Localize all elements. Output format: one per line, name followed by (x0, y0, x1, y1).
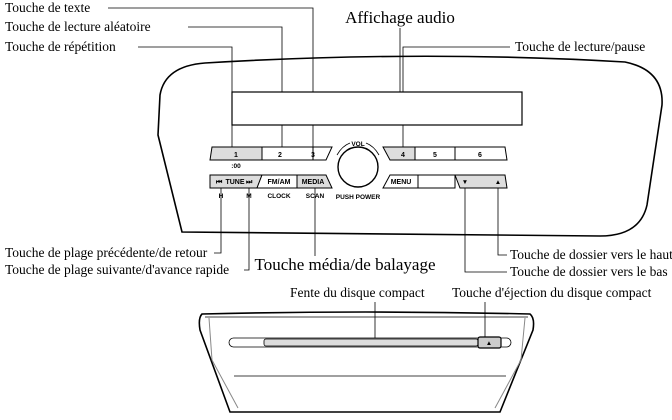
label-repeat-button: Touche de répétition (5, 39, 116, 54)
label-audio-display: Affichage audio (345, 8, 455, 27)
label-folder-down-button: Touche de dossier vers le bas (510, 264, 668, 279)
preset-5-label: 5 (433, 152, 437, 159)
label-random-button: Touche de lecture aléatoire (5, 19, 151, 34)
folder-button[interactable] (454, 174, 508, 189)
label-cd-slot: Fente du disque compact (290, 285, 425, 300)
preset-4-label: 4 (401, 152, 405, 159)
audio-display (231, 91, 523, 126)
preset-6-label: 6 (478, 152, 482, 159)
label-folder-up-button: Touche de dossier vers le haut (510, 247, 672, 262)
vol-arc-left (336, 142, 351, 156)
media-label: MEDIA (302, 179, 325, 186)
label-text-button: Touche de texte (5, 0, 90, 15)
label-next-track-button: Touche de plage suivante/d'avance rapide (5, 262, 229, 277)
head-unit: 1 2 3 4 5 6 :00 VOL PUSH POWER ⏮ TUNE ⏭ … (157, 55, 663, 237)
preset-3-label: 3 (311, 152, 315, 159)
blank-button[interactable] (417, 174, 456, 189)
vol-arc-right (365, 142, 380, 156)
preset-3-button[interactable] (312, 146, 333, 161)
folder-down-icon: ▼ (462, 179, 468, 186)
vol-label: VOL (351, 141, 364, 148)
label-play-pause-button: Touche de lecture/pause (515, 39, 645, 54)
folder-up-icon: ▲ (495, 179, 501, 186)
label-media-scan-button: Touche média/de balayage (255, 255, 436, 274)
eject-icon: ▲ (486, 340, 492, 347)
preset-4-button[interactable] (382, 146, 416, 161)
prev-track-icon: ⏮ (216, 179, 223, 186)
preset-2-button[interactable] (261, 146, 314, 161)
next-track-icon: ⏭ (246, 179, 253, 186)
preset-6-button[interactable] (454, 146, 508, 161)
fm-am-label: FM/AM (268, 179, 291, 186)
menu-label: MENU (391, 179, 412, 186)
preset-1-sublabel: :00 (231, 163, 241, 170)
media-button[interactable] (296, 174, 333, 189)
tune-label: TUNE (225, 179, 244, 186)
minute-label: M (246, 193, 251, 200)
scan-label: SCAN (306, 193, 325, 200)
cd-unit: ▲ (198, 311, 535, 413)
clock-label: CLOCK (267, 193, 290, 200)
preset-2-label: 2 (278, 152, 282, 159)
label-prev-track-button: Touche de plage précédente/de retour (5, 245, 208, 260)
push-power-label: PUSH POWER (336, 194, 381, 201)
cd-eject-button[interactable] (477, 336, 502, 349)
cd-slot (263, 338, 479, 347)
label-cd-eject-button: Touche d'éjection du disque compact (452, 285, 652, 300)
hour-label: H (219, 193, 224, 200)
volume-power-knob[interactable] (337, 146, 379, 188)
preset-1-label: 1 (234, 152, 238, 159)
